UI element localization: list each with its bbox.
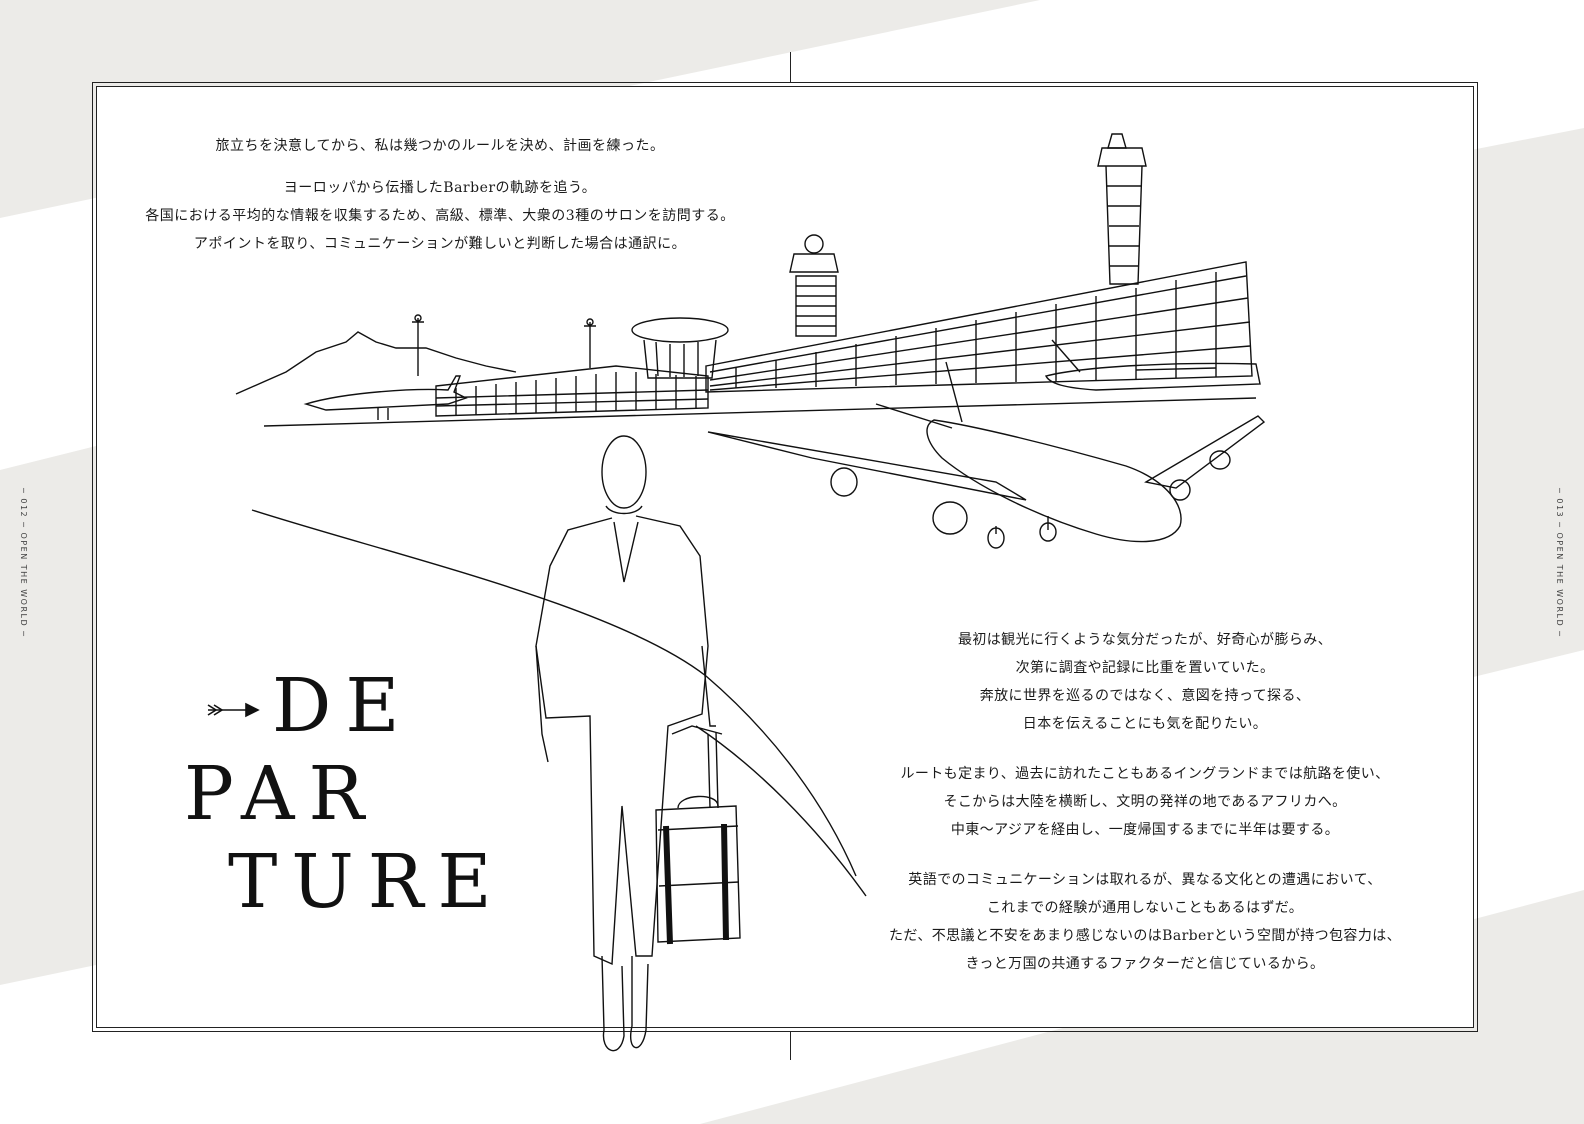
title-line-2: PAR bbox=[184, 751, 379, 837]
body-line: 日本を伝えることにも気を配りたい。 bbox=[1022, 716, 1268, 732]
plane-docked bbox=[1044, 339, 1261, 391]
body-line: 奔放に世界を巡るのではなく、意図を持って探る、 bbox=[979, 688, 1311, 704]
dome-building bbox=[631, 317, 729, 379]
control-tower-small bbox=[789, 234, 839, 337]
ground-lines bbox=[251, 397, 1257, 897]
title-line-3: TURE bbox=[228, 839, 506, 925]
body-line: 次第に調査や記録に比重を置いていた。 bbox=[1015, 660, 1275, 676]
outer-frame bbox=[92, 82, 1478, 1032]
control-tower-tall bbox=[1097, 133, 1147, 285]
inner-frame bbox=[96, 86, 1474, 1028]
plane-far-left bbox=[303, 375, 468, 420]
body-line: 中東〜アジアを経由し、一度帰国するまでに半年は要する。 bbox=[950, 822, 1340, 838]
jet-airliner bbox=[707, 361, 1266, 549]
folio-left: ─ 012 ─ OPEN THE WORLD ─ bbox=[19, 488, 28, 638]
intro-line: 各国における平均的な情報を収集するため、高級、標準、大衆の3種のサロンを訪問する… bbox=[145, 208, 735, 224]
folio-right: ─ 013 ─ OPEN THE WORLD ─ bbox=[1555, 488, 1564, 638]
intro-line: アポイントを取り、コミュニケーションが難しいと判断した場合は通訳に。 bbox=[193, 236, 687, 252]
suitcase bbox=[655, 731, 741, 945]
walking-man bbox=[535, 435, 723, 1052]
intro-text: 旅立ちを決意してから、私は幾つかのルールを決め、計画を練った。 ヨーロッパから伝… bbox=[130, 132, 750, 258]
body-line: 最初は観光に行くような気分だったが、好奇心が膨らみ、 bbox=[957, 632, 1333, 648]
terminal-main bbox=[705, 261, 1253, 393]
intro-line: ヨーロッパから伝播したBarberの軌跡を追う。 bbox=[283, 180, 597, 196]
gutter-top bbox=[790, 52, 791, 82]
gutter-bottom bbox=[790, 1032, 791, 1060]
body-text: 最初は観光に行くような気分だったが、好奇心が膨らみ、 次第に調査や記録に比重を置… bbox=[880, 626, 1410, 978]
body-line: これまでの経験が通用しないこともあるはずだ。 bbox=[986, 900, 1304, 916]
body-line: きっと万国の共通するファクターだと信じているから。 bbox=[965, 956, 1325, 972]
airport-illustration bbox=[235, 133, 1266, 1052]
body-line: 英語でのコミュニケーションは取れるが、異なる文化との遭遇において、 bbox=[908, 872, 1382, 888]
arrow-icon bbox=[207, 702, 260, 718]
body-line: ただ、不思議と不安をあまり感じないのはBarberという空間が持つ包容力は、 bbox=[888, 928, 1402, 944]
terminal-low bbox=[435, 365, 709, 417]
title-line-1: DE bbox=[272, 663, 414, 749]
departure-title: DE PAR TURE bbox=[180, 662, 505, 926]
body-line: そこからは大陸を横断し、文明の発祥の地であるアフリカへ。 bbox=[943, 794, 1347, 810]
lamp-posts bbox=[412, 314, 596, 376]
mountains bbox=[235, 331, 517, 395]
body-line: ルートも定まり、過去に訪れたこともあるイングランドまでは航路を使い、 bbox=[900, 766, 1390, 782]
intro-line: 旅立ちを決意してから、私は幾つかのルールを決め、計画を練った。 bbox=[215, 138, 665, 154]
